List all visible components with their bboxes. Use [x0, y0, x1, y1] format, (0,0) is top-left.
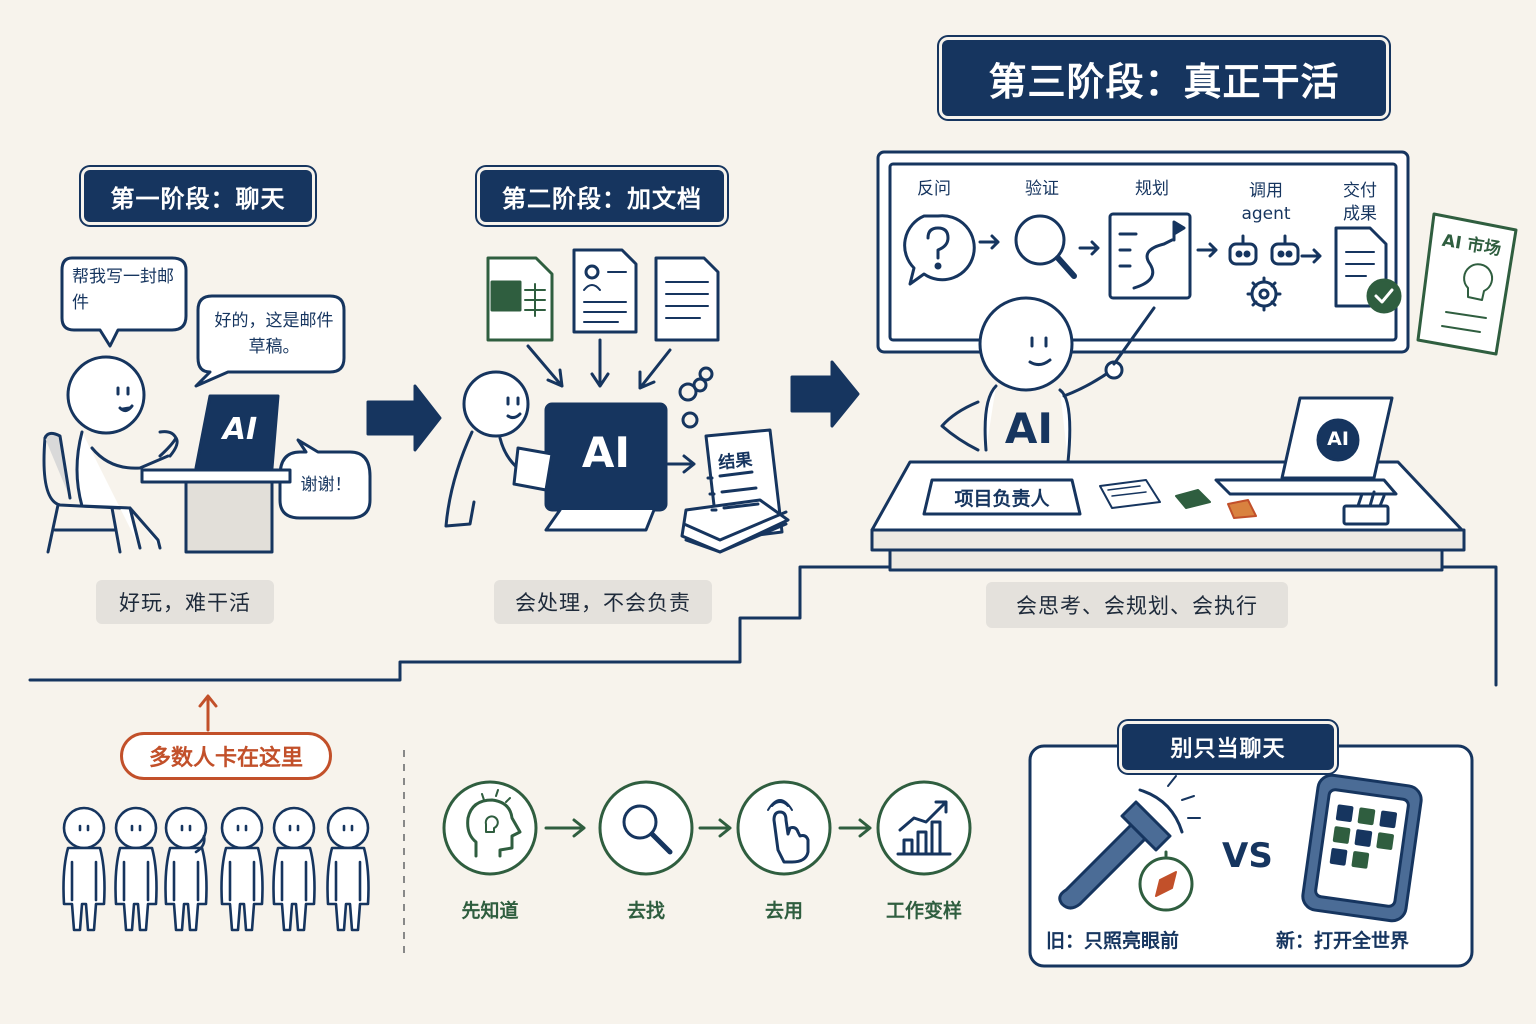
compass-icon — [1138, 850, 1194, 912]
crowd-illustration — [62, 694, 370, 932]
stage1-title: 第一阶段：聊天 — [84, 170, 312, 222]
step-deliver-line1: 交付 — [1343, 181, 1377, 201]
bubble-ai-shape — [194, 294, 346, 388]
nameplate-text: 项目负责人 — [954, 488, 1050, 510]
phone-icon — [1301, 773, 1423, 923]
step-deliver-label: 交付 成果 — [1330, 180, 1390, 226]
compare-title: 别只当聊天 — [1122, 724, 1334, 770]
pointing-hand-icon — [772, 810, 810, 864]
step-call-agent-line2: agent — [1241, 204, 1291, 224]
lightbulb-icon — [1463, 263, 1494, 301]
new-label: 新：打开全世界 — [1276, 930, 1410, 952]
stage3-caption: 会思考、会规划、会执行 — [986, 582, 1288, 628]
path-step-find-label: 去找 — [626, 900, 665, 922]
lightbulb-head-icon — [466, 798, 522, 858]
step-verify-label: 验证 — [1025, 179, 1059, 199]
robot-gear-icon — [1228, 234, 1300, 312]
pen-holder-icon — [1342, 504, 1390, 526]
step-deliver-line2: 成果 — [1343, 204, 1377, 224]
path-step-know-label: 先知道 — [461, 900, 519, 922]
step-call-agent-label: 调用 agent — [1226, 180, 1306, 226]
staircase-arrow-2 — [790, 360, 860, 428]
bubble-user-text: 帮我写一封邮件 — [72, 267, 174, 313]
bubble-thanks-text: 谢谢！ — [300, 475, 352, 495]
path-step-change-label: 工作变样 — [885, 900, 962, 922]
ai-market-card — [1416, 212, 1518, 356]
path-illustration — [442, 780, 972, 876]
compare-illustration — [1028, 744, 1474, 968]
question-icon — [903, 214, 976, 286]
stage1-caption: 好玩，难干活 — [96, 580, 274, 624]
step-plan-label: 规划 — [1135, 179, 1169, 199]
old-label: 旧：只照亮眼前 — [1046, 930, 1180, 952]
step-ask-back-label: 反问 — [917, 179, 951, 199]
route-plan-icon — [1108, 212, 1192, 300]
stage2-result-label: 结果 — [717, 450, 754, 474]
stage3-title: 第三阶段：真正干活 — [942, 40, 1386, 116]
stage3-illustration — [870, 150, 1518, 572]
stage2-illustration — [444, 248, 790, 554]
step-call-agent-line1: 调用 — [1249, 181, 1283, 201]
growth-chart-icon — [896, 800, 952, 856]
stage2-caption: 会处理，不会负责 — [494, 580, 712, 624]
path-step-use-label: 去用 — [764, 900, 803, 922]
stage2-monitor-ai-label: AI — [581, 428, 631, 477]
stage3-laptop-ai-label: AI — [1327, 428, 1349, 450]
bubble-ai-text: 好的，这是邮件草稿。 — [214, 311, 334, 357]
text-doc-icon — [654, 256, 720, 342]
stuck-label: 多数人卡在这里 — [120, 732, 332, 780]
staircase-arrow-1 — [366, 384, 442, 452]
stage2-title: 第二阶段：加文档 — [480, 170, 724, 222]
bubble-user-shape — [60, 256, 188, 348]
magnifier-icon — [1014, 214, 1066, 266]
presenter-shirt-label: AI — [1004, 404, 1054, 453]
vs-label: VS — [1222, 836, 1273, 876]
flashlight-icon — [1058, 775, 1201, 910]
nameplate-shape — [922, 478, 1082, 516]
resume-doc-icon — [572, 248, 638, 334]
stage1-illustration — [42, 256, 372, 554]
stage1-laptop-ai-label: AI — [222, 412, 258, 447]
